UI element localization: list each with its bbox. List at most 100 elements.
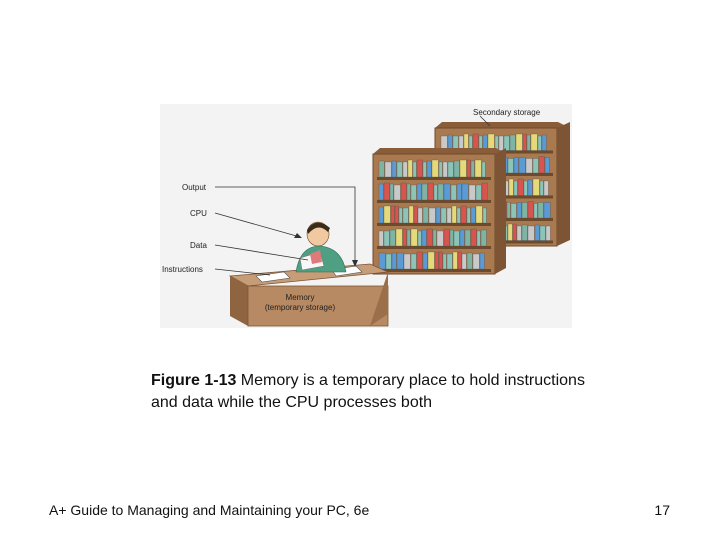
book [428, 183, 433, 200]
book [461, 206, 466, 223]
book [436, 207, 440, 223]
book [448, 162, 453, 177]
book [450, 230, 453, 246]
book [522, 225, 527, 241]
book [434, 185, 437, 200]
book [422, 230, 426, 246]
book [423, 162, 426, 177]
book [518, 179, 523, 196]
instructions-label: Instructions [162, 265, 203, 274]
figure-caption: Figure 1-13 Memory is a temporary place … [151, 370, 591, 414]
book [469, 185, 475, 200]
book [471, 229, 476, 246]
book [407, 184, 410, 200]
book [528, 226, 534, 241]
book [417, 184, 421, 200]
book [476, 185, 481, 200]
book [526, 159, 532, 174]
book [392, 253, 396, 269]
front-bookcase [373, 148, 506, 274]
book [395, 206, 398, 223]
book [462, 184, 468, 200]
shelf-board [377, 246, 491, 249]
temporary-storage-label: (temporary storage) [265, 303, 336, 312]
book [467, 160, 470, 177]
cpu-label: CPU [190, 209, 207, 218]
book [540, 181, 543, 196]
book [510, 135, 515, 151]
book [386, 254, 391, 269]
book [385, 162, 391, 177]
book [407, 230, 410, 246]
book [507, 203, 510, 219]
book [538, 136, 541, 151]
book [391, 206, 394, 223]
book [379, 231, 383, 246]
book [508, 159, 513, 174]
book [438, 184, 443, 200]
secondary-storage-label: Secondary storage [473, 108, 541, 117]
book [535, 225, 539, 241]
book [432, 160, 438, 177]
book [451, 185, 456, 200]
book [475, 160, 481, 177]
book [443, 254, 446, 269]
book [528, 202, 533, 219]
book [516, 134, 522, 151]
book [439, 252, 442, 269]
book [428, 252, 434, 269]
book [517, 226, 521, 241]
book [542, 135, 546, 151]
book [427, 161, 431, 177]
book [379, 207, 383, 223]
book [454, 161, 459, 177]
book [453, 252, 457, 269]
book [462, 254, 466, 269]
book [531, 134, 537, 151]
book [482, 162, 485, 177]
book [394, 185, 400, 200]
book [401, 183, 406, 200]
book [480, 253, 484, 269]
book [534, 204, 537, 219]
book [538, 203, 543, 219]
book [444, 229, 449, 246]
page-number: 17 [654, 502, 670, 518]
book [519, 158, 525, 174]
book [397, 253, 403, 269]
book [457, 208, 460, 223]
book [471, 207, 475, 223]
book [418, 231, 421, 246]
book [423, 253, 427, 269]
shelf-board [377, 269, 491, 272]
book [403, 208, 408, 223]
figure-number: Figure 1-13 [151, 372, 236, 389]
book [403, 229, 406, 246]
book [435, 252, 438, 269]
memory-figure: Secondary storage Output CPU Data Instru… [160, 104, 572, 328]
book [447, 208, 451, 223]
book [481, 230, 486, 246]
book [499, 136, 503, 151]
memory-illustration: Secondary storage Output CPU Data Instru… [160, 104, 572, 328]
book [482, 183, 487, 200]
book [471, 161, 474, 177]
book [414, 206, 417, 223]
book [539, 157, 544, 174]
shelf-board [377, 177, 491, 180]
book [390, 230, 395, 246]
book [513, 224, 516, 241]
book [460, 230, 464, 246]
book [443, 162, 447, 177]
book [524, 181, 527, 196]
book [509, 179, 513, 196]
book [544, 203, 550, 219]
book [528, 180, 532, 196]
book [517, 203, 521, 219]
memory-label: Memory [286, 293, 315, 302]
book [433, 230, 436, 246]
book [384, 206, 390, 223]
book [411, 254, 416, 269]
book [429, 208, 435, 223]
book [396, 229, 402, 246]
